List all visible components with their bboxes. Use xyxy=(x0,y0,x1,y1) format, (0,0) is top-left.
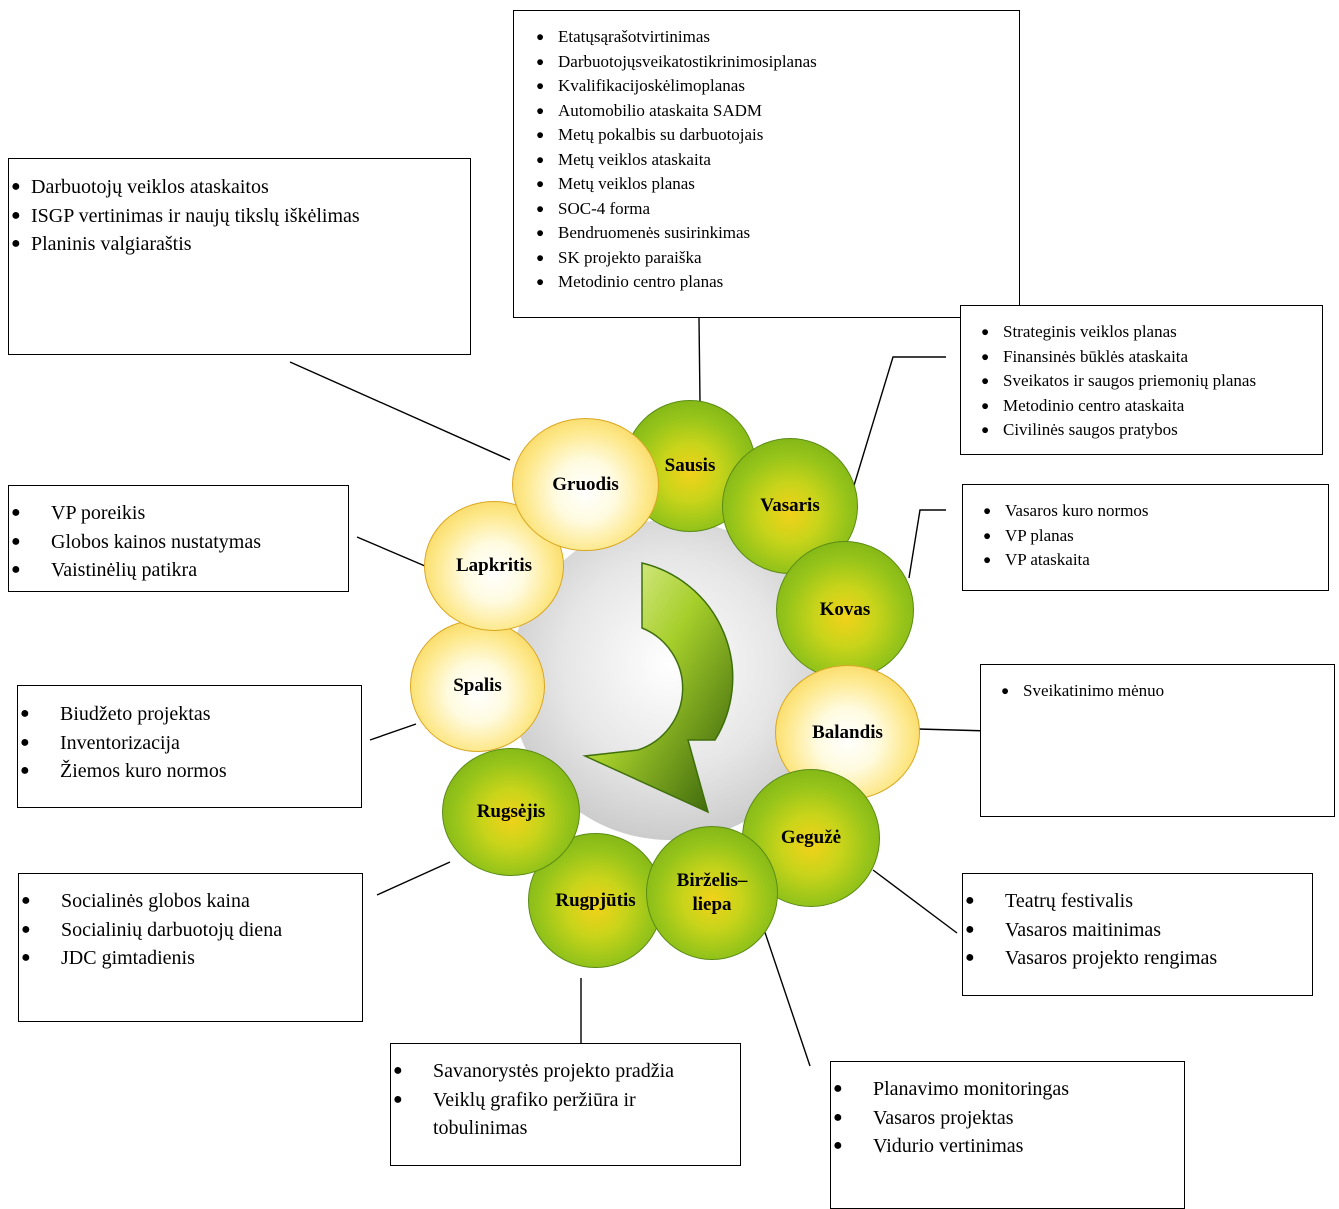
month-label: Kovas xyxy=(819,599,871,620)
list-item: ●Globos kainos nustatymas xyxy=(11,530,261,553)
list-item: ●Žiemos kuro normos xyxy=(20,760,227,782)
list-item: ●Vasaros maitinimas xyxy=(965,918,1162,941)
list-item: ●VP planas xyxy=(983,525,1074,545)
list-item: ●Automobilio ataskaita SADM xyxy=(536,100,762,120)
list-item: ●Vaistinėlių patikra xyxy=(11,559,198,581)
box-kovas: ●Vasaros kuro normos ●VP planas ●VP atas… xyxy=(962,484,1329,591)
month-label: Vasaris xyxy=(760,495,820,516)
month-label: Lapkritis xyxy=(455,555,533,576)
box-rugsejis: ●Socialinės globos kaina ●Socialinių dar… xyxy=(18,873,363,1022)
list-item: ●Vasaros kuro normos xyxy=(983,501,1149,520)
connector-lapkritis xyxy=(356,536,426,567)
box-rugpjutis: ●Savanorystės projekto pradžia ●Veiklų g… xyxy=(390,1043,741,1166)
list-item: ●Inventorizacija xyxy=(20,731,180,754)
box-spalis: ●Biudžeto projektas ●Inventorizacija ●Ži… xyxy=(17,685,362,808)
month-label: Gegužė xyxy=(780,827,842,848)
list-item: ●Planavimo monitoringas xyxy=(833,1078,1070,1100)
box-geguze: ●Teatrų festivalis ●Vasaros maitinimas ●… xyxy=(962,873,1313,996)
list-item: ●Biudžeto projektas xyxy=(20,703,211,725)
list-item: ●Metodinio centro planas xyxy=(536,272,724,291)
list-item: ●Metodinio centro ataskaita xyxy=(981,395,1185,415)
list-item: ●Civilinės saugos pratybos xyxy=(981,420,1178,439)
connector-kovas xyxy=(908,509,946,579)
list-item: ●Vasaros projekto rengimas xyxy=(965,947,1218,969)
connector-rugsejis xyxy=(376,861,451,896)
list-item: ●Teatrų festivalis xyxy=(965,890,1133,912)
box-lapkritis: ●VP poreikis ●Globos kainos nustatymas ●… xyxy=(8,485,349,592)
list-item: ●Savanorystės projekto pradžia xyxy=(393,1060,675,1082)
list-item: ●VP ataskaita xyxy=(983,550,1090,569)
month-birzelis: Birželis–liepa xyxy=(646,826,778,960)
connector-sausis xyxy=(698,317,701,403)
connector-geguze xyxy=(872,869,958,934)
box-sausis: ●Etatųsąrašotvirtinimas ●Darbuotojųsveik… xyxy=(513,10,1020,318)
month-spalis: Spalis xyxy=(410,620,545,752)
connector-vasaris xyxy=(851,356,946,493)
month-geguze: Gegužė xyxy=(742,769,880,907)
list-item: ●Vasaros projektas xyxy=(833,1106,1014,1129)
box-vasaris: ●Strateginis veiklos planas ●Finansinės … xyxy=(960,305,1323,455)
list-item: ●Metų veiklos planas xyxy=(536,174,695,193)
month-label: Spalis xyxy=(453,675,502,696)
list-item: ●Sveikatinimo mėnuo xyxy=(1001,681,1165,700)
list-item: ●VP poreikis xyxy=(11,502,146,524)
list-item: ●Socialinės globos kaina xyxy=(21,890,250,912)
month-label: Sausis xyxy=(664,455,716,476)
list-item: ● Metų veiklos ataskaita xyxy=(536,149,711,169)
list-item: ●ISGP vertinimas ir naujų tikslų iškėlim… xyxy=(11,204,360,227)
list-item: ●Sveikatos ir saugos priemonių planas xyxy=(981,371,1257,390)
list-item: ●JDC gimtadienis xyxy=(21,947,195,969)
list-item: ●SOC-4 forma xyxy=(536,198,651,218)
list-item: ●Darbuotojųsveikatostikrinimosiplanas xyxy=(536,51,817,71)
list-item: ●Strateginis veiklos planas xyxy=(981,322,1177,341)
list-item: ●Metų pokalbis su darbuotojais xyxy=(536,125,764,144)
box-birzelis: ●Planavimo monitoringas ●Vasaros projekt… xyxy=(830,1061,1185,1209)
list-item: ●Finansinės būklės ataskaita xyxy=(981,346,1189,366)
list-item: ●Vidurio vertinimas xyxy=(833,1135,1024,1157)
box-gruodis: ●Darbuotojų veiklos ataskaitos ●ISGP ver… xyxy=(8,158,471,355)
month-label: Birželis–liepa xyxy=(676,870,748,915)
box-balandis: ●Sveikatinimo mėnuo xyxy=(980,664,1335,817)
connector-spalis xyxy=(369,723,417,741)
connector-gruodis xyxy=(289,361,511,461)
list-item: ●Socialinių darbuotojų diena xyxy=(21,918,283,941)
list-item: ●Etatųsąrašotvirtinimas xyxy=(536,27,711,46)
list-item: ●Darbuotojų veiklos ataskaitos xyxy=(11,176,269,198)
month-label: Rugsėjis xyxy=(476,801,546,822)
month-kovas: Kovas xyxy=(776,541,914,679)
cycle-arrow-icon xyxy=(582,562,734,814)
list-item: ●Planinis valgiaraštis xyxy=(11,233,192,255)
list-item: ● Bendruomenės susirinkimas xyxy=(536,223,751,242)
month-label: Gruodis xyxy=(552,473,619,495)
list-item: ●Kvalifikacijoskėlimoplanas xyxy=(536,76,745,95)
list-item: ●Veiklų grafiko peržiūra ir tobulinimas xyxy=(393,1088,636,1140)
list-item: ●SK projekto paraiška xyxy=(536,247,702,267)
month-label: Balandis xyxy=(812,721,883,743)
month-rugsejis: Rugsėjis xyxy=(442,748,580,876)
connector-balandis xyxy=(917,728,991,732)
month-gruodis: Gruodis xyxy=(512,418,659,551)
month-label: Rugpjūtis xyxy=(555,889,636,911)
